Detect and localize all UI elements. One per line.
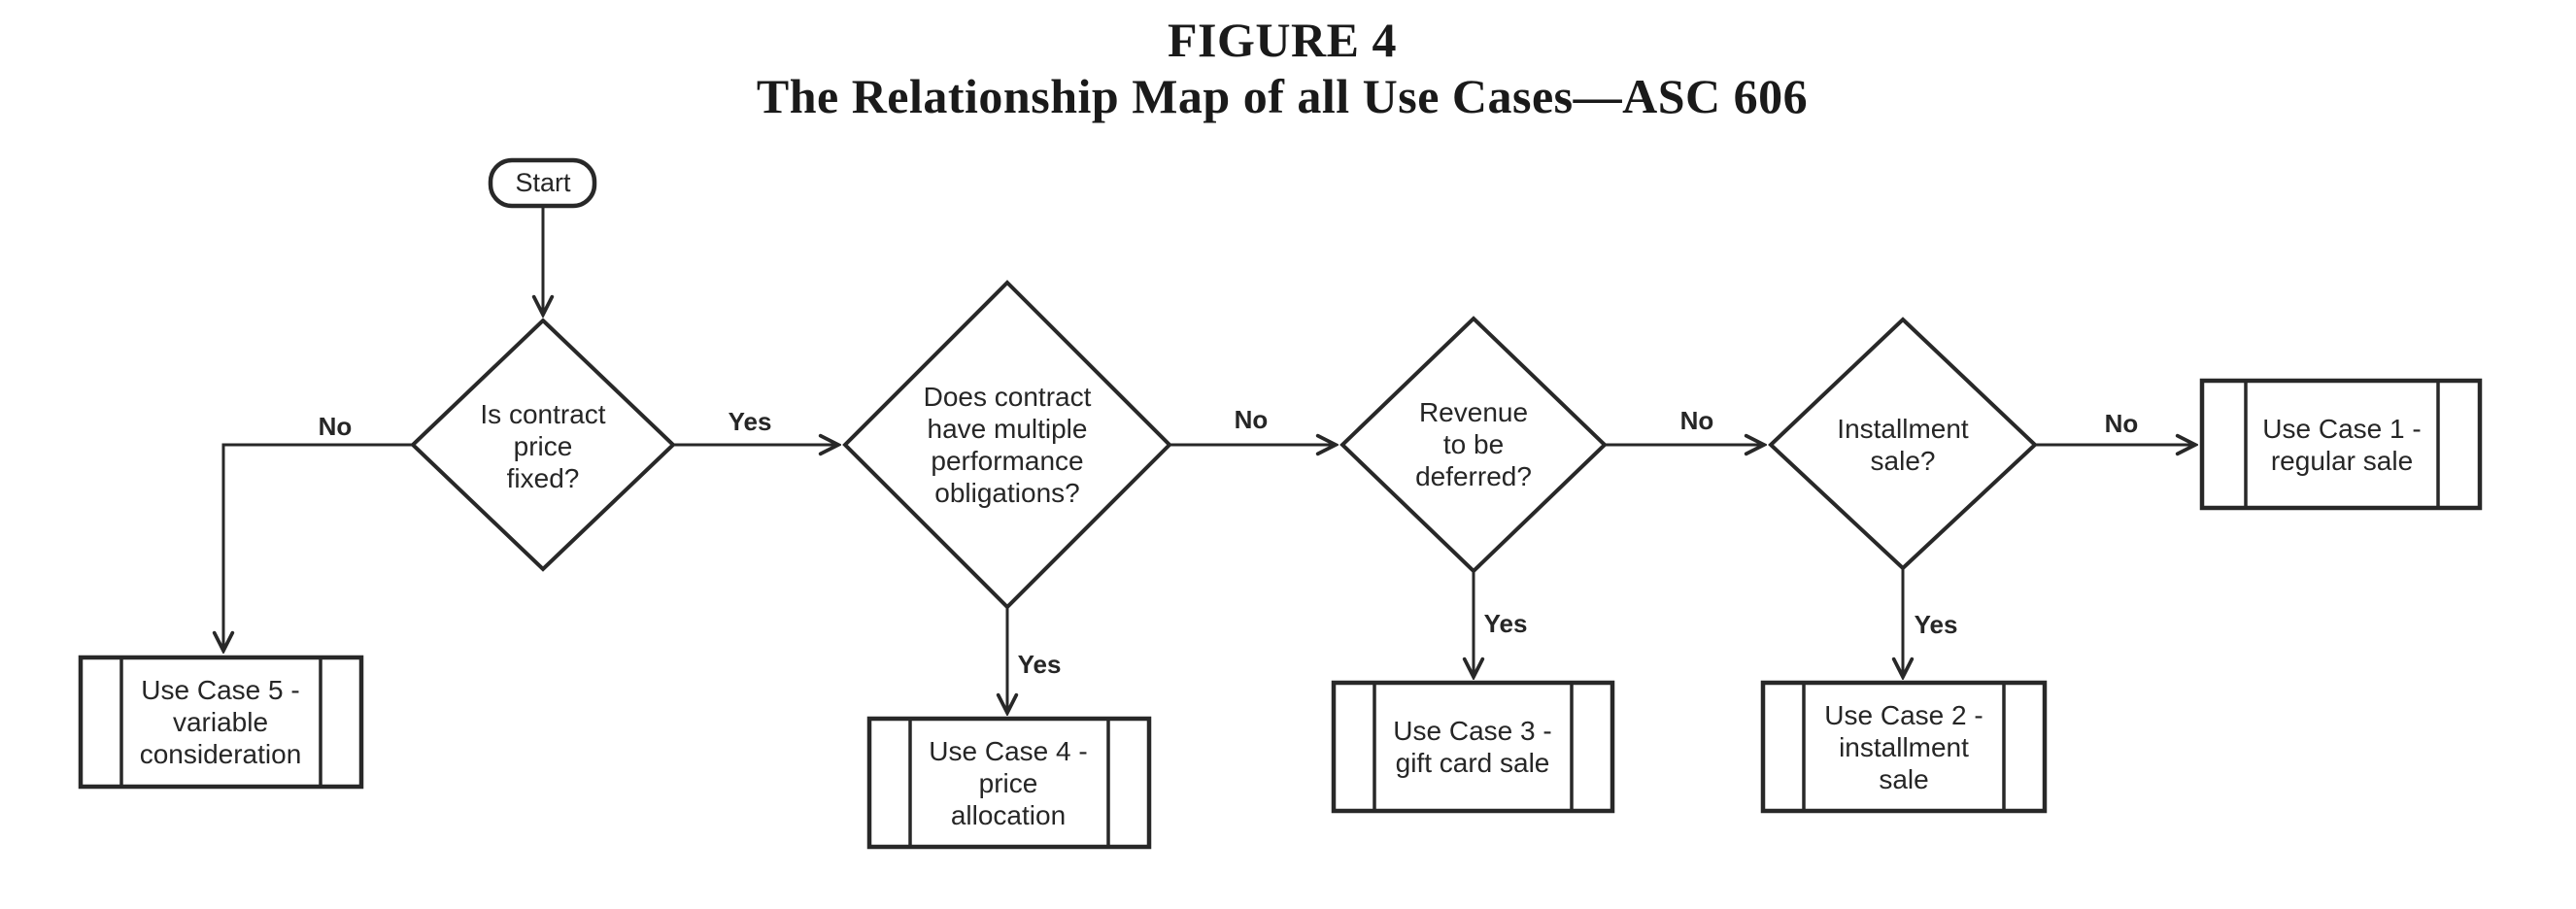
decision4-yes-label: Yes	[1914, 610, 1958, 639]
decision2-no-label: No	[1234, 405, 1269, 434]
decision2-yes-label: Yes	[1017, 650, 1062, 679]
usecase2-label: Use Case 2 - installment sale	[1824, 699, 1983, 794]
usecase1-label: Use Case 1 - regular sale	[2262, 414, 2422, 476]
decision3-yes-label: Yes	[1483, 609, 1528, 638]
usecase3-box	[1331, 680, 1615, 814]
decision4-diamond	[1768, 317, 2038, 571]
decision2-question: Does contract have multiple performance …	[923, 382, 1092, 508]
decision4-no-label: No	[2104, 409, 2139, 438]
decision3-question: Revenue to be deferred?	[1415, 397, 1532, 491]
usecase2-box	[1760, 680, 2048, 814]
usecase4-box	[866, 716, 1152, 850]
decision1-yes-label: Yes	[728, 407, 772, 436]
decision2-diamond	[842, 280, 1172, 610]
decision1-question: Is contract price fixed?	[480, 398, 606, 493]
decision4-question: Installment sale?	[1837, 414, 1969, 476]
edge-decision1-no-to-usecase5	[223, 443, 413, 651]
decision3-diamond	[1339, 316, 1608, 574]
decision3-no-label: No	[1679, 406, 1714, 435]
decision1-diamond	[410, 318, 676, 572]
usecase5-box	[78, 655, 364, 790]
start-node-shape	[488, 157, 597, 209]
usecase5-label: Use Case 5 - variable consideration	[139, 674, 302, 769]
figure-title: FIGURE 4	[1168, 13, 1397, 67]
usecase1-box	[2199, 378, 2483, 511]
decision1-no-label: No	[318, 412, 353, 441]
usecase3-label: Use Case 3 - gift card sale	[1393, 716, 1552, 778]
usecase4-label: Use Case 4 - price allocation	[929, 735, 1088, 830]
figure-subtitle: The Relationship Map of all Use Cases—AS…	[756, 69, 1809, 123]
start-node-label: Start	[515, 168, 571, 197]
